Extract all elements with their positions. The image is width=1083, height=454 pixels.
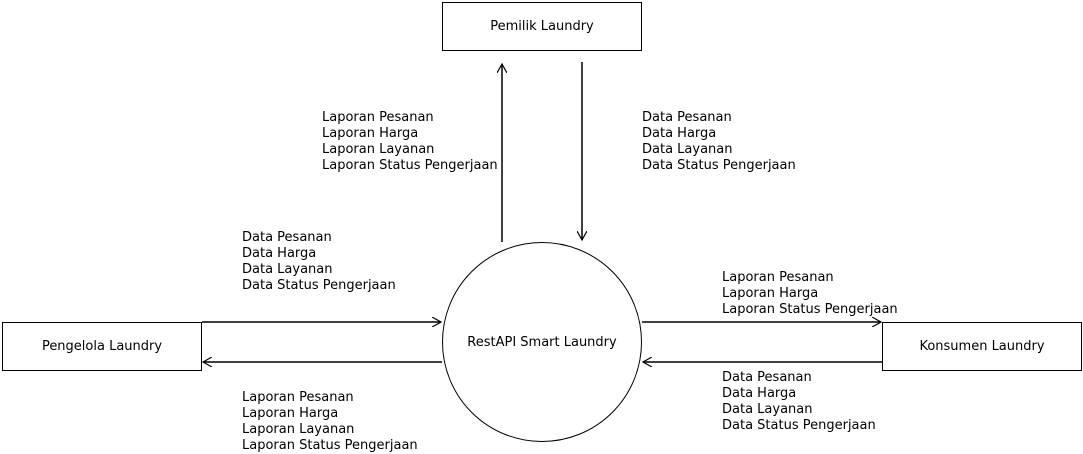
flow-label-line: Laporan Status Pengerjaan [242,438,418,453]
flow-label-process-to-owner: Laporan Pesanan Laporan Harga Laporan La… [322,110,498,174]
flow-label-line: Data Harga [722,386,797,401]
flow-label-line: Data Layanan [722,402,813,417]
flow-label-line: Data Status Pengerjaan [722,418,876,433]
flow-label-line: Data Harga [642,126,717,141]
flow-label-owner-to-process: Data Pesanan Data Harga Data Layanan Dat… [642,110,796,174]
flow-label-line: Data Pesanan [642,110,732,125]
flow-label-line: Data Layanan [642,142,733,157]
flow-label-process-to-customer: Laporan Pesanan Laporan Harga Laporan St… [722,270,898,318]
entity-customer: Konsumen Laundry [882,322,1082,371]
flow-label-line: Laporan Pesanan [322,110,434,125]
flow-label-line: Laporan Layanan [322,142,435,157]
flow-label-line: Laporan Harga [322,126,419,141]
flow-label-line: Laporan Pesanan [242,390,354,405]
flow-label-line: Data Status Pengerjaan [242,278,396,293]
flow-label-line: Laporan Pesanan [722,270,834,285]
flow-label-line: Data Pesanan [722,370,812,385]
flow-label-line: Data Layanan [242,262,333,277]
flow-label-line: Laporan Harga [722,286,819,301]
entity-owner: Pemilik Laundry [442,2,642,51]
flow-label-line: Data Harga [242,246,317,261]
flow-label-line: Data Status Pengerjaan [642,158,796,173]
process-circle: RestAPI Smart Laundry [442,242,642,442]
flow-label-customer-to-process: Data Pesanan Data Harga Data Layanan Dat… [722,370,876,434]
process-label: RestAPI Smart Laundry [467,334,617,350]
flow-label-line: Laporan Status Pengerjaan [322,158,498,173]
flow-label-manager-to-process: Data Pesanan Data Harga Data Layanan Dat… [242,230,396,294]
entity-customer-label: Konsumen Laundry [919,339,1045,354]
flow-label-line: Laporan Harga [242,406,339,421]
flow-label-process-to-manager: Laporan Pesanan Laporan Harga Laporan La… [242,390,418,454]
entity-owner-label: Pemilik Laundry [490,19,594,34]
flow-label-line: Data Pesanan [242,230,332,245]
entity-manager-label: Pengelola Laundry [41,339,163,354]
flow-label-line: Laporan Status Pengerjaan [722,302,898,317]
entity-manager: Pengelola Laundry [2,322,202,371]
flow-label-line: Laporan Layanan [242,422,355,437]
